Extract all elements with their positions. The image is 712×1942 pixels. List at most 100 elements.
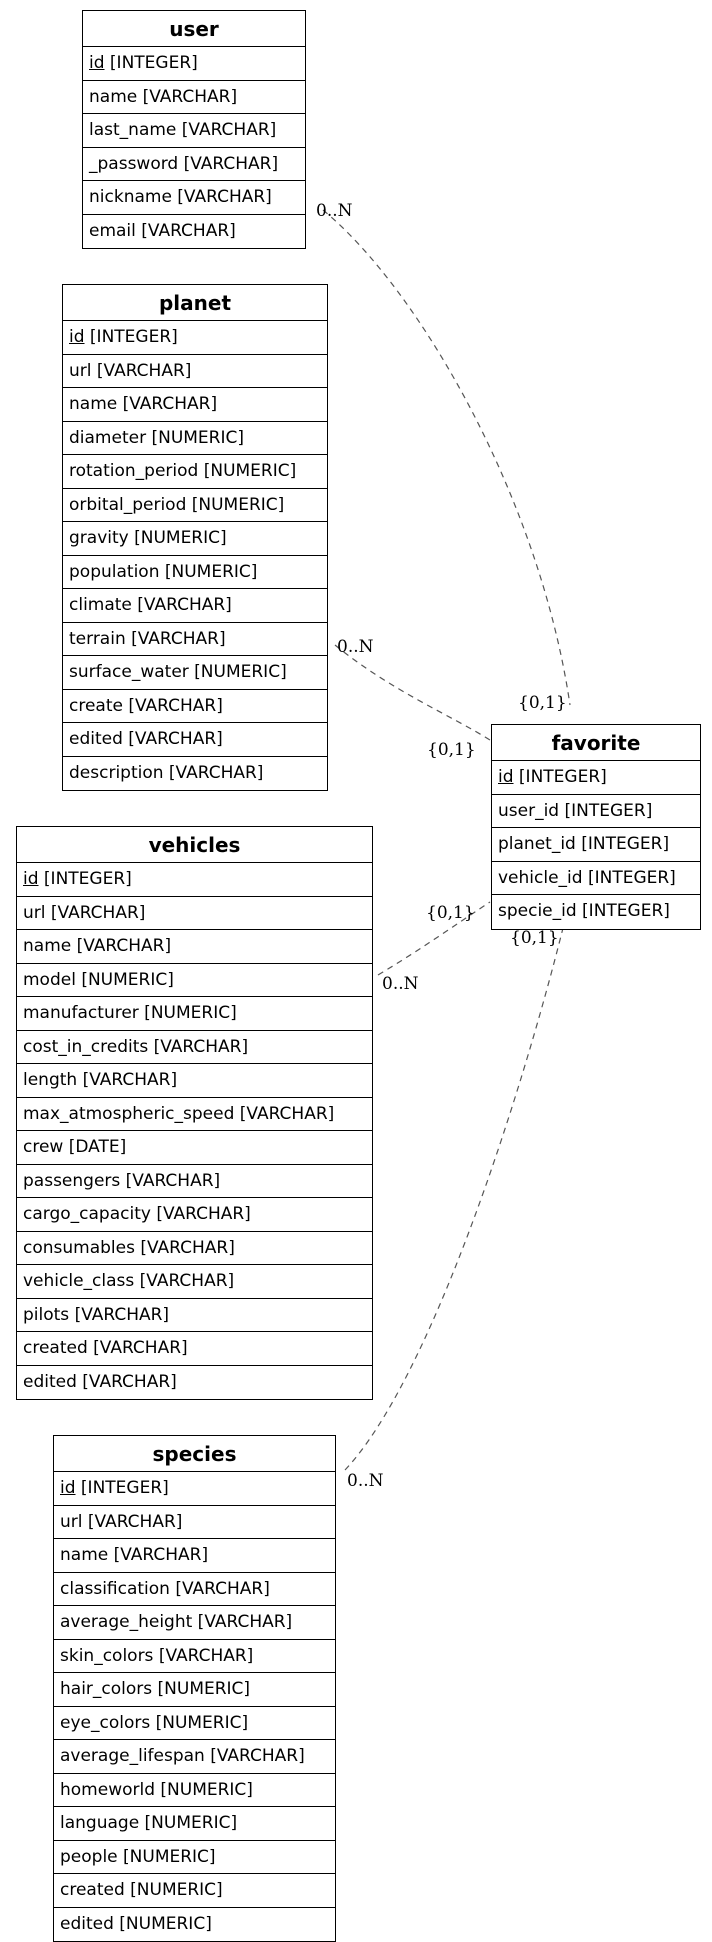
field-label: model [NUMERIC] (23, 969, 174, 990)
cardinality-label: 0..N (382, 974, 419, 994)
field-row: name [VARCHAR] (63, 388, 327, 422)
field-label: average_lifespan [VARCHAR] (60, 1746, 305, 1766)
cardinality-label: 0..N (347, 1471, 384, 1491)
field-row: cost_in_credits [VARCHAR] (17, 1031, 372, 1064)
field-row: language [NUMERIC] (54, 1807, 335, 1841)
field-label: email [VARCHAR] (89, 220, 236, 241)
primary-key-name: id (89, 53, 105, 73)
field-label: specie_id [INTEGER] (498, 901, 670, 921)
field-label: manufacturer [NUMERIC] (23, 1003, 237, 1023)
field-label: consumables [VARCHAR] (23, 1237, 235, 1258)
field-row: specie_id [INTEGER] (492, 895, 700, 929)
field-row: eye_colors [NUMERIC] (54, 1707, 335, 1740)
field-row: edited [VARCHAR] (17, 1366, 372, 1400)
field-row: terrain [VARCHAR] (63, 623, 327, 656)
field-row: id [INTEGER] (492, 761, 700, 795)
field-label: population [NUMERIC] (69, 561, 258, 582)
field-label: user_id [INTEGER] (498, 800, 653, 821)
field-label: surface_water [NUMERIC] (69, 662, 287, 682)
field-label: orbital_period [NUMERIC] (69, 494, 285, 515)
field-row: manufacturer [NUMERIC] (17, 997, 372, 1031)
field-row: created [VARCHAR] (17, 1332, 372, 1366)
primary-key-name: id (60, 1478, 76, 1498)
field-label: [INTEGER] (513, 767, 607, 787)
field-label: _password [VARCHAR] (89, 153, 279, 174)
field-label: planet_id [INTEGER] (498, 834, 670, 854)
field-row: diameter [NUMERIC] (63, 422, 327, 455)
field-label: cargo_capacity [VARCHAR] (23, 1204, 251, 1224)
field-row: people [NUMERIC] (54, 1841, 335, 1874)
field-row: description [VARCHAR] (63, 757, 327, 791)
entity-title: planet (63, 285, 327, 321)
field-row: vehicle_class [VARCHAR] (17, 1265, 372, 1299)
field-label: rotation_period [NUMERIC] (69, 461, 297, 481)
relationship-line-species-favorite (344, 927, 564, 1471)
field-row: edited [VARCHAR] (63, 723, 327, 757)
field-label: passengers [VARCHAR] (23, 1170, 221, 1191)
field-row: edited [NUMERIC] (54, 1908, 335, 1942)
field-label: diameter [NUMERIC] (69, 427, 244, 448)
field-label: created [VARCHAR] (23, 1338, 188, 1358)
field-label: eye_colors [NUMERIC] (60, 1712, 249, 1733)
field-label: vehicle_class [VARCHAR] (23, 1271, 235, 1291)
field-label: url [VARCHAR] (60, 1511, 183, 1532)
field-label: name [VARCHAR] (69, 394, 218, 414)
field-row: max_atmospheric_speed [VARCHAR] (17, 1098, 372, 1131)
field-label: [INTEGER] (84, 327, 178, 347)
field-label: pilots [VARCHAR] (23, 1304, 170, 1325)
field-row: gravity [NUMERIC] (63, 522, 327, 556)
field-label: name [VARCHAR] (60, 1545, 209, 1565)
field-row: last_name [VARCHAR] (83, 114, 305, 148)
field-row: name [VARCHAR] (83, 81, 305, 114)
entity-title: vehicles (17, 827, 372, 863)
field-row: create [VARCHAR] (63, 690, 327, 723)
field-label: created [NUMERIC] (60, 1880, 223, 1900)
field-label: people [NUMERIC] (60, 1846, 216, 1867)
relationship-line-vehicles-favorite (377, 901, 491, 976)
field-label: name [VARCHAR] (23, 936, 172, 956)
field-label: max_atmospheric_speed [VARCHAR] (23, 1103, 335, 1124)
field-row: nickname [VARCHAR] (83, 181, 305, 215)
entity-title: user (83, 11, 305, 47)
field-row: homeworld [NUMERIC] (54, 1774, 335, 1807)
field-label: [INTEGER] (75, 1478, 169, 1498)
field-label: nickname [VARCHAR] (89, 187, 272, 207)
field-label: hair_colors [NUMERIC] (60, 1679, 251, 1699)
field-row: average_lifespan [VARCHAR] (54, 1740, 335, 1774)
field-row: pilots [VARCHAR] (17, 1299, 372, 1332)
field-row: _password [VARCHAR] (83, 148, 305, 181)
field-row: surface_water [NUMERIC] (63, 656, 327, 690)
cardinality-label: 0..N (337, 637, 374, 657)
field-label: language [NUMERIC] (60, 1813, 238, 1833)
field-row: name [VARCHAR] (17, 930, 372, 964)
cardinality-label: 0..N (316, 201, 353, 221)
field-label: edited [VARCHAR] (69, 729, 223, 749)
field-row: email [VARCHAR] (83, 215, 305, 249)
field-label: vehicle_id [INTEGER] (498, 867, 676, 888)
field-row: skin_colors [VARCHAR] (54, 1640, 335, 1673)
primary-key-name: id (498, 767, 514, 787)
field-row: vehicle_id [INTEGER] (492, 862, 700, 895)
field-label: edited [NUMERIC] (60, 1913, 212, 1934)
field-label: skin_colors [VARCHAR] (60, 1645, 254, 1666)
field-label: gravity [NUMERIC] (69, 528, 227, 548)
field-label: last_name [VARCHAR] (89, 120, 277, 140)
field-label: homeworld [NUMERIC] (60, 1779, 253, 1800)
field-row: classification [VARCHAR] (54, 1573, 335, 1606)
field-label: name [VARCHAR] (89, 86, 238, 107)
field-row: url [VARCHAR] (63, 355, 327, 388)
field-label: climate [VARCHAR] (69, 595, 232, 615)
cardinality-label: {0,1} (518, 693, 567, 713)
field-row: created [NUMERIC] (54, 1874, 335, 1908)
field-row: planet_id [INTEGER] (492, 828, 700, 862)
field-row: id [INTEGER] (63, 321, 327, 355)
field-label: edited [VARCHAR] (23, 1371, 177, 1392)
cardinality-label: {0,1} (427, 740, 476, 760)
